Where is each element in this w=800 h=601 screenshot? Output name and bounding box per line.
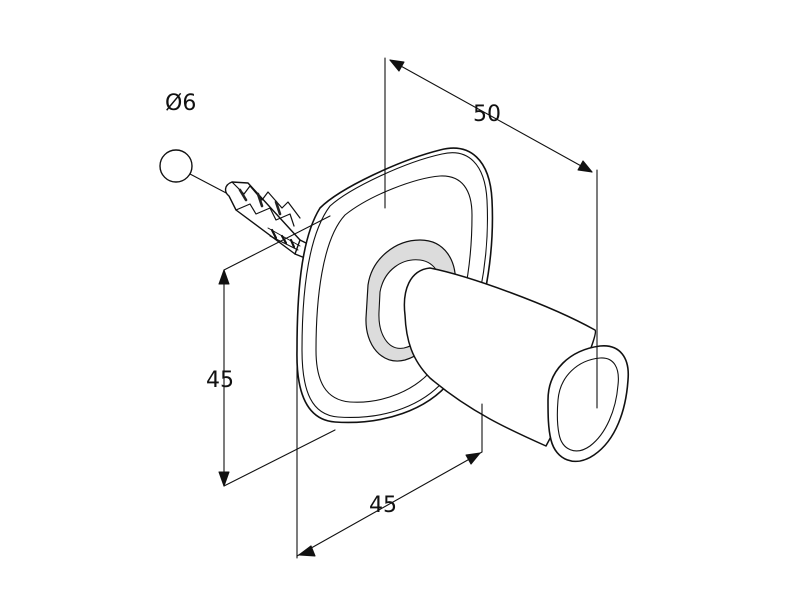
dim-45-horizontal bbox=[296, 359, 483, 559]
dim-45-vertical bbox=[218, 215, 336, 487]
depth-dimension-label: 50 bbox=[473, 102, 501, 127]
width-dimension-label: 45 bbox=[369, 493, 397, 518]
diameter-circle bbox=[159, 149, 193, 183]
hook-arm bbox=[403, 267, 629, 463]
dim-50 bbox=[384, 57, 598, 409]
diameter-label: Ø6 bbox=[165, 91, 197, 116]
height-dimension-label: 45 bbox=[206, 368, 234, 393]
diameter-leader bbox=[189, 173, 231, 196]
diameter-callout bbox=[159, 149, 231, 196]
